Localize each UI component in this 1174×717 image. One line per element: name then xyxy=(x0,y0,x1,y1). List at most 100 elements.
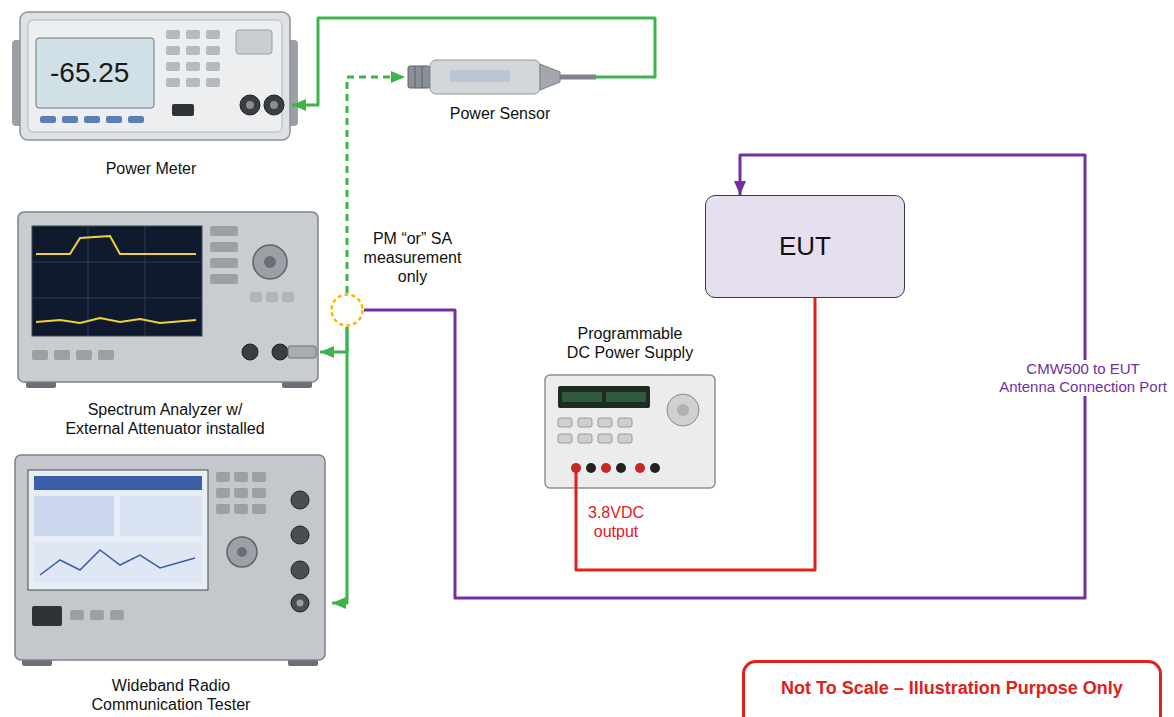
cable-connector xyxy=(332,327,347,603)
device-label: Wideband Radio Communication Tester xyxy=(81,676,261,714)
power-meter-illustration-part xyxy=(206,62,220,71)
power-sensor-illustration xyxy=(408,60,596,94)
spectrum-analyzer-illustration-part xyxy=(36,318,196,323)
dc-supply-illustration-part xyxy=(578,434,592,443)
junction-circle: PM “or” SA measurement only xyxy=(330,293,364,327)
spectrum-analyzer-illustration-part xyxy=(18,212,318,382)
power-meter-illustration-part xyxy=(166,78,180,87)
radio-tester-illustration-part xyxy=(110,610,124,620)
box-label: EUT xyxy=(779,231,831,262)
dc-supply-illustration-part xyxy=(650,463,660,473)
spectrum-analyzer-illustration xyxy=(18,212,318,388)
power-sensor-illustration-part xyxy=(430,60,540,94)
dc-supply-illustration-part xyxy=(635,463,645,473)
power-meter-illustration-part xyxy=(62,116,78,123)
disclaimer-box: Not To Scale – Illustration Purpose Only xyxy=(742,660,1162,717)
power-meter-illustration-part xyxy=(206,78,220,87)
junction-outline xyxy=(330,293,364,327)
connector-label: CMW500 to EUT Antenna Connection Port xyxy=(998,360,1168,396)
spectrum-analyzer-illustration-part xyxy=(242,344,258,360)
spectrum-analyzer-illustration-part xyxy=(272,344,288,360)
radio-tester-illustration-part xyxy=(234,504,248,514)
power-sensor-illustration-part xyxy=(540,64,560,90)
dc-supply-illustration-part xyxy=(558,386,650,408)
cable-connector xyxy=(320,327,347,352)
spectrum-analyzer-illustration-part xyxy=(210,226,238,236)
radio-tester-illustration-part xyxy=(28,470,208,590)
power-meter-illustration-part xyxy=(186,46,200,55)
dc-supply-illustration-part xyxy=(598,434,612,443)
spectrum-analyzer: Spectrum Analyzer w/ External Attenuator… xyxy=(10,205,320,440)
dc-supply-illustration-part xyxy=(598,418,612,427)
power-sensor: Power Sensor xyxy=(405,55,595,125)
disclaimer-text: Not To Scale – Illustration Purpose Only xyxy=(781,677,1123,699)
power-meter-illustration-part xyxy=(166,62,180,71)
connector-label: 3.8VDC output xyxy=(584,503,648,541)
radio-tester-illustration-part xyxy=(90,610,104,620)
radio-tester-illustration-part xyxy=(32,606,62,626)
power-meter-illustration-part xyxy=(206,46,220,55)
dc-supply-illustration-part xyxy=(618,418,632,427)
spectrum-analyzer-illustration-part xyxy=(210,258,238,268)
meter-reading: -65.25 xyxy=(50,56,129,90)
radio-tester: Wideband Radio Communication Tester xyxy=(10,450,332,716)
spectrum-analyzer-illustration-part xyxy=(264,256,276,268)
spectrum-analyzer-illustration-part xyxy=(253,245,287,279)
radio-tester-illustration-part xyxy=(70,610,84,620)
power-meter-illustration-part xyxy=(84,116,100,123)
device-label: Programmable DC Power Supply xyxy=(565,324,695,362)
dc-supply-illustration-part xyxy=(586,463,596,473)
power-meter-illustration-part xyxy=(172,104,194,116)
spectrum-analyzer-illustration-part xyxy=(210,274,238,284)
radio-tester-illustration-part xyxy=(120,496,202,536)
power-sensor-illustration-part xyxy=(408,66,430,88)
radio-tester-illustration-part xyxy=(15,455,325,660)
spectrum-analyzer-illustration-part xyxy=(210,242,238,252)
power-meter: Power Meter xyxy=(10,5,292,180)
dc-supply-illustration-part xyxy=(618,434,632,443)
power-meter-illustration-part xyxy=(106,116,122,123)
dc-supply-illustration xyxy=(545,375,715,493)
radio-tester-illustration-part xyxy=(227,537,257,567)
power-meter-illustration-part xyxy=(264,95,284,115)
dc-supply-illustration-part xyxy=(558,418,572,427)
device-label: Power Sensor xyxy=(410,104,590,123)
spectrum-analyzer-illustration-part xyxy=(282,292,294,302)
dc-supply-illustration-part xyxy=(677,404,689,416)
spectrum-analyzer-illustration-part xyxy=(32,350,48,360)
power-meter-illustration-part xyxy=(246,101,254,109)
spectrum-analyzer-illustration-part xyxy=(32,226,202,336)
power-sensor-illustration-part xyxy=(560,75,596,80)
power-meter-illustration-part xyxy=(28,20,282,132)
power-meter-illustration-part xyxy=(236,30,272,54)
power-meter-illustration-part xyxy=(166,46,180,55)
dc-supply-illustration-part xyxy=(575,468,578,493)
dc-supply-illustration-part xyxy=(601,463,611,473)
dc-supply-illustration-part xyxy=(562,392,602,402)
radio-tester-illustration-part xyxy=(291,526,309,544)
power-meter-illustration-part xyxy=(206,30,220,39)
dc-supply-illustration-part xyxy=(616,463,626,473)
power-sensor-illustration-part xyxy=(422,66,423,88)
power-meter-illustration-part xyxy=(20,12,290,140)
radio-tester-illustration-part xyxy=(291,491,309,509)
power-meter-illustration-part xyxy=(40,116,56,123)
spectrum-analyzer-illustration-part xyxy=(36,236,196,254)
junction-note: PM “or” SA measurement only xyxy=(360,229,465,286)
cable-connector xyxy=(364,155,1085,598)
power-meter-illustration xyxy=(12,12,298,140)
dc-supply-illustration-part xyxy=(606,392,646,402)
radio-tester-illustration-part xyxy=(252,472,266,482)
cable-connector xyxy=(292,18,655,105)
radio-tester-illustration-part xyxy=(34,496,114,536)
power-meter-illustration-part xyxy=(36,38,154,108)
spectrum-analyzer-illustration-part xyxy=(76,350,92,360)
junction-circle-outline xyxy=(332,295,363,326)
spectrum-analyzer-illustration-part xyxy=(288,346,316,358)
radio-tester-illustration-part xyxy=(34,476,202,490)
radio-tester-illustration-part xyxy=(234,488,248,498)
radio-tester-illustration-part xyxy=(237,547,247,557)
power-meter-illustration-part xyxy=(128,116,144,123)
power-meter-illustration-part xyxy=(186,78,200,87)
radio-tester-illustration-part xyxy=(234,472,248,482)
